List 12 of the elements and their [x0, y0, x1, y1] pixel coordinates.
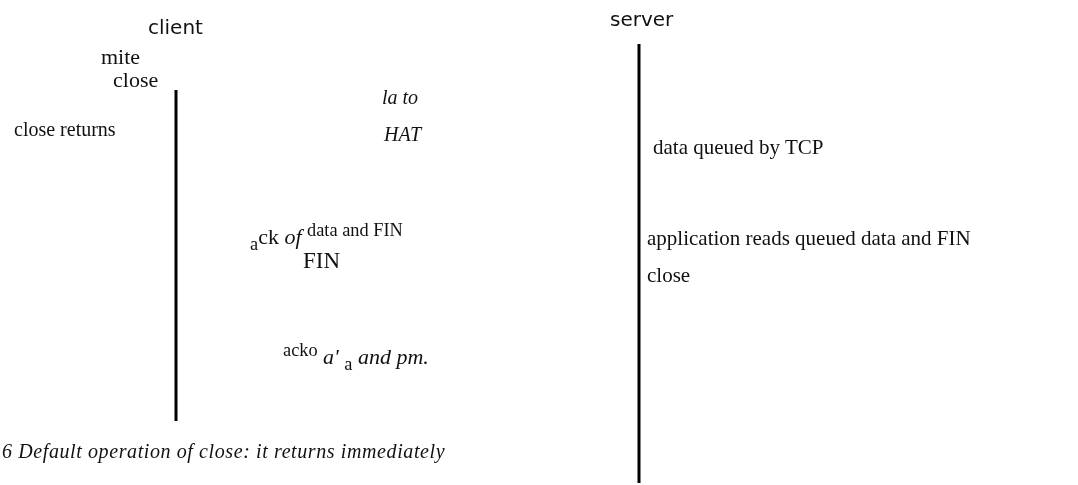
- participant-label: client: [148, 16, 203, 38]
- event-label: application reads queued data and FIN: [647, 227, 971, 251]
- message-label: $^{acko}$ a' $_{a}$ and pm.: [283, 340, 429, 374]
- participant-label: server: [610, 8, 674, 30]
- message-label: la to: [382, 86, 419, 108]
- message-label: HAT: [384, 123, 422, 145]
- event-label: close: [113, 68, 159, 93]
- event-label: close returns: [14, 118, 116, 140]
- caption: 6 Default operation of close: it returns immediately: [2, 440, 446, 462]
- event-label: data queued by TCP: [653, 136, 824, 160]
- event-label: close: [647, 264, 691, 288]
- event-label: mite: [101, 45, 141, 70]
